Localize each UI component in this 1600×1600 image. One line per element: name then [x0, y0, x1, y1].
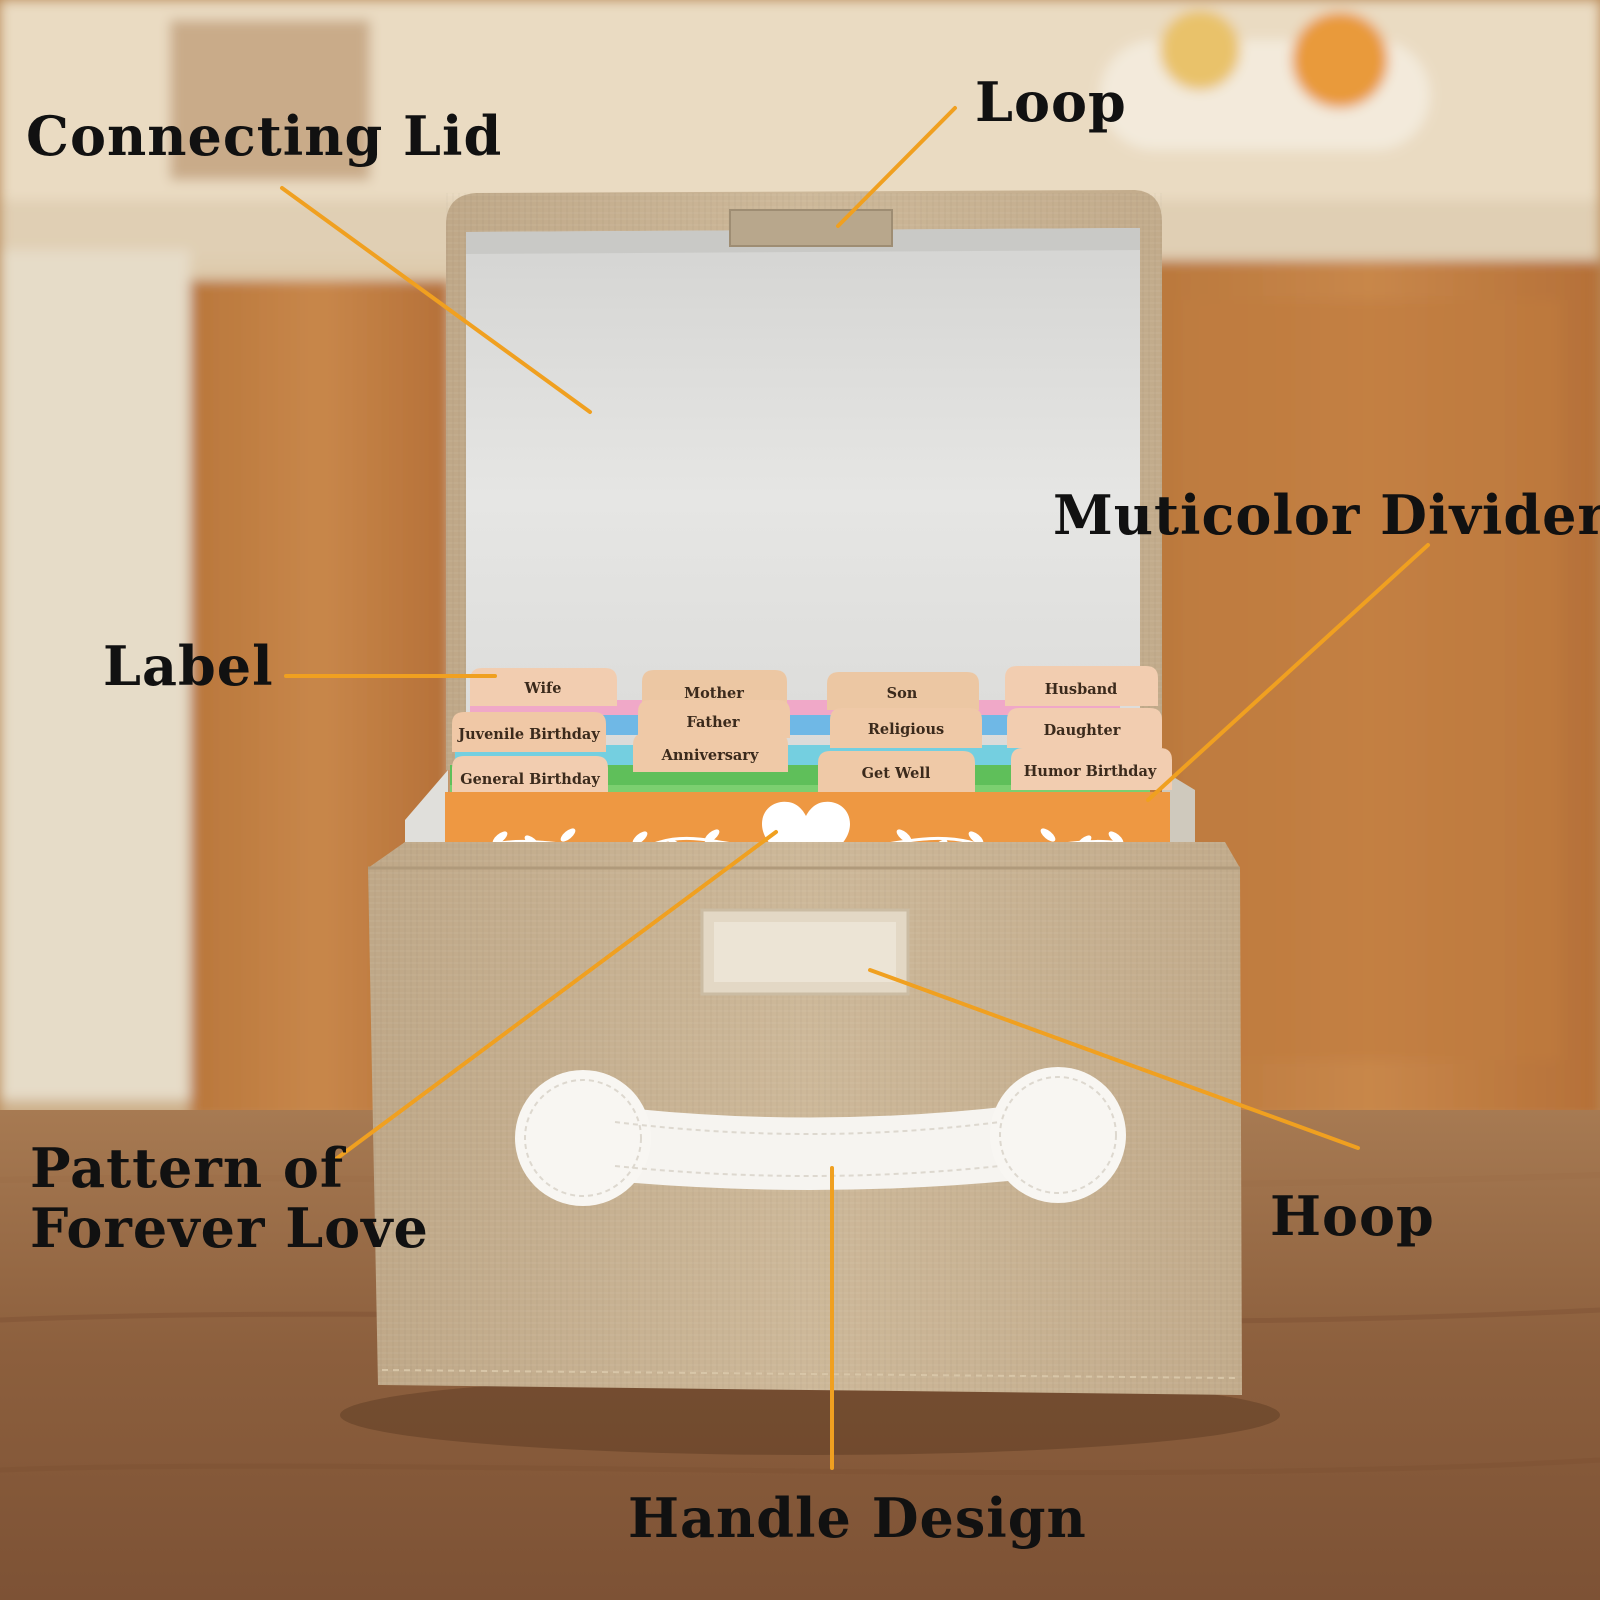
tab-daughter-label: Daughter — [1044, 722, 1121, 739]
tab-religious: Religious — [830, 708, 982, 748]
tab-religious-label: Religious — [868, 721, 944, 738]
tab-humor-birthday: Humor Birthday — [1011, 748, 1172, 790]
leader-lines — [280, 106, 1430, 1470]
leader-connecting-lid — [280, 186, 592, 414]
tab-juvenile-birthday: Juvenile Birthday — [452, 712, 606, 752]
tab-father-label: Father — [686, 714, 739, 731]
tab-son-label: Son — [887, 685, 918, 702]
callout-handle-design: Handle Design — [628, 1486, 1087, 1550]
hoop-patch — [700, 908, 910, 996]
tab-get-well-label: Get Well — [862, 765, 931, 782]
callout-label: Label — [103, 634, 274, 698]
tab-juvenile-birthday-label: Juvenile Birthday — [456, 726, 600, 743]
tab-wife: Wife — [470, 668, 617, 706]
leader-loop — [836, 106, 957, 228]
tab-daughter: Daughter — [1007, 708, 1162, 748]
handle — [515, 1067, 1126, 1206]
callout-hoop: Hoop — [1270, 1184, 1435, 1248]
leader-pattern — [330, 830, 778, 1164]
tab-humor-birthday-label: Humor Birthday — [1024, 763, 1157, 780]
tab-wife-label: Wife — [523, 680, 561, 697]
tab-mother-label: Mother — [684, 685, 744, 702]
tab-father: Father — [638, 700, 790, 738]
tab-anniversary: Anniversary — [633, 733, 788, 772]
tab-get-well: Get Well — [818, 751, 975, 793]
loop-tab — [729, 209, 893, 247]
connecting-lid — [446, 190, 1162, 773]
callout-multicolor-dividers: Muticolor Dividers — [1053, 483, 1600, 547]
tab-husband-label: Husband — [1045, 681, 1118, 698]
leader-hoop — [868, 968, 1360, 1150]
leader-dividers — [1146, 543, 1430, 802]
tab-son: Son — [827, 672, 979, 710]
tab-general-birthday: General Birthday — [452, 756, 608, 798]
tab-anniversary-label: Anniversary — [661, 747, 759, 764]
callout-connecting-lid: Connecting Lid — [26, 104, 503, 168]
tab-husband: Husband — [1005, 666, 1158, 706]
callout-loop: Loop — [975, 70, 1127, 134]
callout-pattern-line1: Pattern of — [30, 1136, 345, 1200]
tab-general-birthday-label: General Birthday — [460, 771, 600, 788]
callout-pattern-line2: Forever Love — [30, 1196, 429, 1260]
